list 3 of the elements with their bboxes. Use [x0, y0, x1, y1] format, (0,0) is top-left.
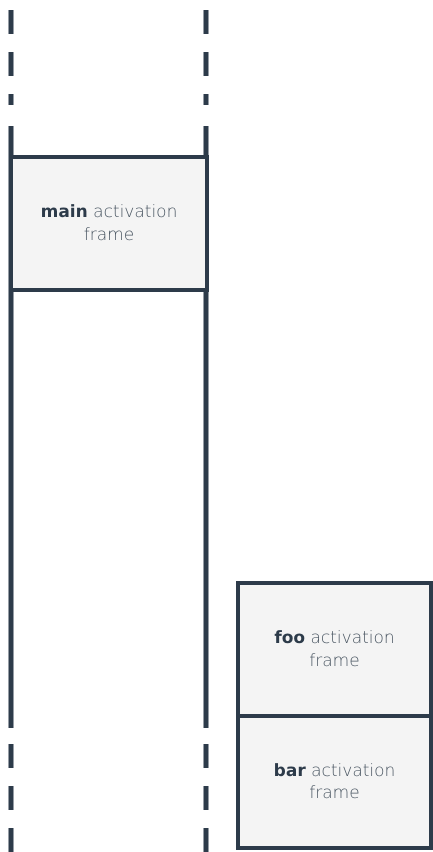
- frame-label: bar activation frame: [272, 760, 396, 804]
- frame-label: foo activation frame: [273, 627, 396, 672]
- frame-label: main activation frame: [40, 201, 178, 246]
